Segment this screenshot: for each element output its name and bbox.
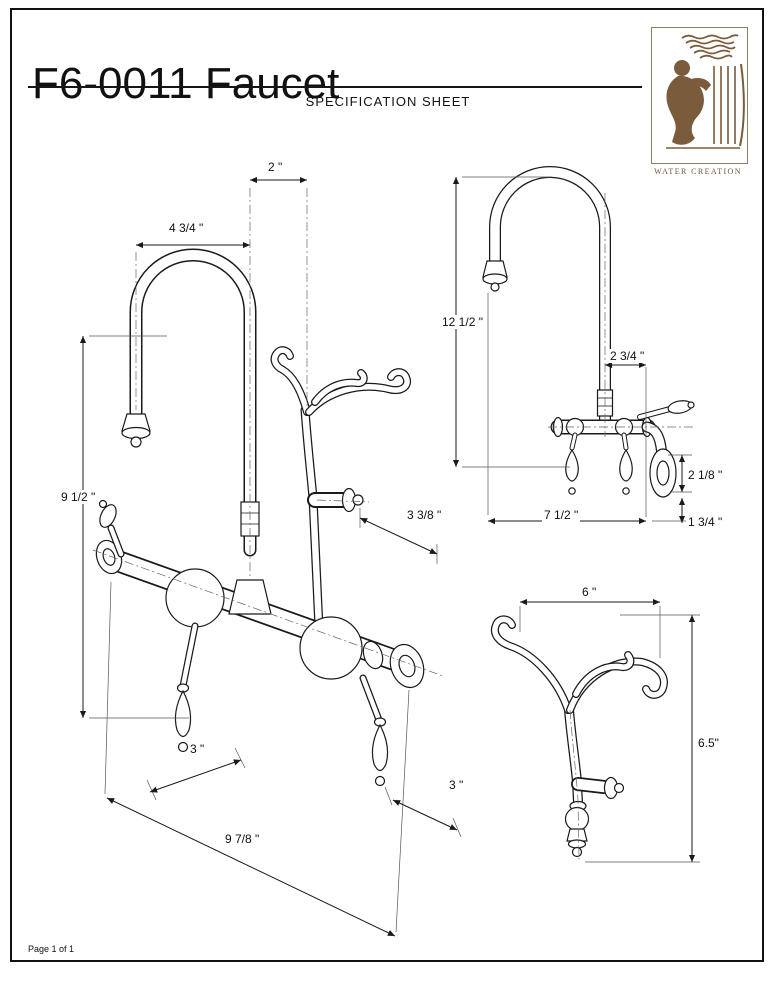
dim-label-overall-length: 9 7/8 " <box>223 832 262 846</box>
body-sphere-right <box>299 616 363 680</box>
dim-label-side-height: 12 1/2 " <box>440 315 485 329</box>
left-wall-fitting <box>95 499 125 575</box>
title-divider <box>28 86 642 88</box>
centerlines-side <box>548 193 695 437</box>
dim-label-cradle-height: 6.5" <box>696 736 721 750</box>
cradle-fork <box>490 615 668 807</box>
centerline-cradle <box>569 709 580 861</box>
page-title: F6-0011 Faucet <box>32 59 340 109</box>
dim-label-reach: 7 1/2 " <box>542 508 581 522</box>
dim-label-wall-offset: 2 3/4 " <box>608 349 647 363</box>
logo-waves <box>681 34 739 60</box>
dimension-lines-cradle <box>519 598 700 863</box>
dim-label-cradle-width: 6 " <box>580 585 599 599</box>
right-wall-flange <box>389 643 425 689</box>
page-border <box>10 8 764 962</box>
drawing-cradle-detail: 6 " 6.5" <box>470 560 760 890</box>
page-number: Page 1 of 1 <box>28 944 75 954</box>
isometric-faucet-figure <box>79 176 462 937</box>
gooseneck-spout <box>129 248 257 557</box>
side-view-figure <box>452 166 695 525</box>
brand-name: WATER CREATION <box>654 167 742 176</box>
cradle-base <box>564 800 590 858</box>
drawing-side-view: 12 1/2 " 2 3/4 " 7 1/2 " 2 1/8 " 1 3/4 " <box>440 165 770 545</box>
drawing-isometric-view: 2 " 4 3/4 " 9 1/2 " 3 3/8 " 3 " 3 " 9 7/… <box>55 150 470 940</box>
dim-label-bracket-upper: 2 1/8 " <box>686 468 725 482</box>
cradle-figure <box>490 598 700 863</box>
dim-label-spray-reach: 3 3/8 " <box>405 508 444 522</box>
logo-harp-strings <box>713 63 745 147</box>
centerlines <box>92 188 444 677</box>
gooseneck-spout-side <box>482 166 614 429</box>
dim-label-overall-height: 9 1/2 " <box>59 490 98 504</box>
dimension-lines <box>79 176 462 937</box>
cradle-arm <box>270 346 411 633</box>
logo-kneeling-figure <box>666 60 740 149</box>
body-sphere-left <box>165 568 225 628</box>
cradle-outlet <box>571 776 625 800</box>
spout-tip <box>121 413 151 448</box>
dim-label-bracket-lower: 1 3/4 " <box>686 515 725 529</box>
water-creation-logo-icon <box>651 27 748 164</box>
subtitle: SPECIFICATION SHEET <box>305 94 471 109</box>
dim-label-handle-right: 3 " <box>447 778 466 792</box>
logo-artwork <box>666 34 745 149</box>
wall-bracket <box>637 400 695 498</box>
lever-handle-right <box>359 674 389 787</box>
coupling-nut <box>362 640 384 670</box>
dim-label-spout-offset: 4 3/4 " <box>167 221 206 235</box>
dim-label-handle-left: 3 " <box>188 742 207 756</box>
dim-label-top-gap: 2 " <box>266 160 285 174</box>
lever-handle-left <box>174 622 199 753</box>
lever-handles-side <box>565 432 633 495</box>
